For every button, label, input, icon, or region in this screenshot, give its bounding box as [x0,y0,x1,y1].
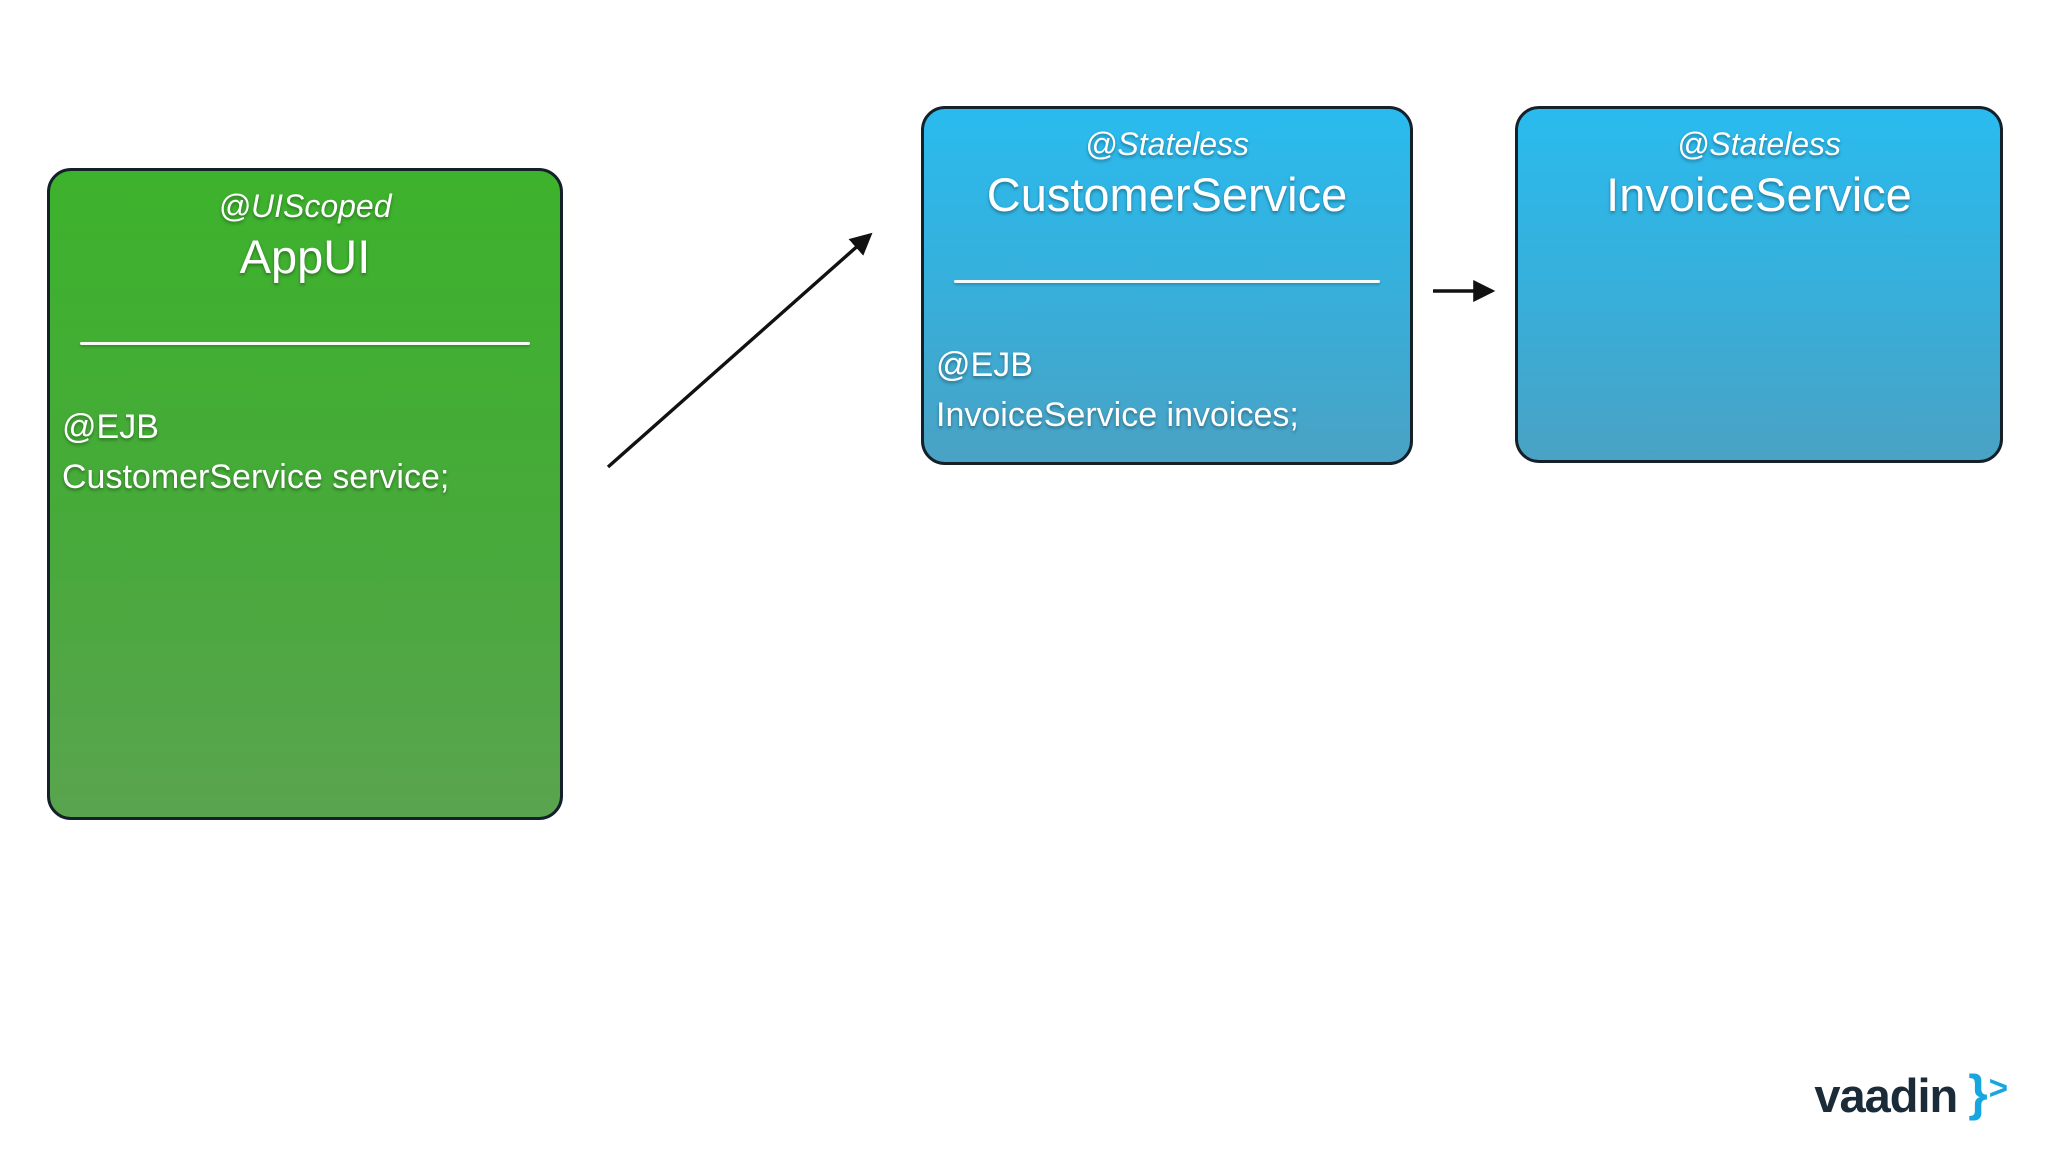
vaadin-wordmark: vaadin [1814,1068,1958,1122]
divider-line [954,280,1380,283]
class-name: InvoiceService [1606,168,1912,221]
member-block: @EJB InvoiceService invoices; [936,340,1402,440]
class-box-customerservice: @Stateless CustomerService @EJB InvoiceS… [921,106,1413,465]
divider-line [80,342,530,345]
class-box-appui: @UIScoped AppUI @EJB CustomerService ser… [47,168,563,820]
class-name: AppUI [239,230,371,283]
member-line: @EJB [62,408,159,446]
class-name: CustomerService [986,168,1348,221]
class-box-invoiceservice: @Stateless InvoiceService [1515,106,2003,463]
arrow-appui-to-customerservice [606,232,873,469]
stereotype-label: @Stateless [1084,126,1250,162]
member-line: CustomerService service; [62,458,450,496]
member-line: @EJB [936,346,1033,384]
vaadin-logo: vaadin } > [1814,1065,2008,1122]
member-block: @EJB CustomerService service; [62,402,552,502]
member-line: InvoiceService invoices; [936,396,1299,434]
stereotype-label: @UIScoped [218,188,392,224]
vaadin-brace-icon: } [1968,1065,1988,1121]
stereotype-label: @Stateless [1676,126,1842,162]
vaadin-chevron-icon: > [1988,1069,2008,1106]
